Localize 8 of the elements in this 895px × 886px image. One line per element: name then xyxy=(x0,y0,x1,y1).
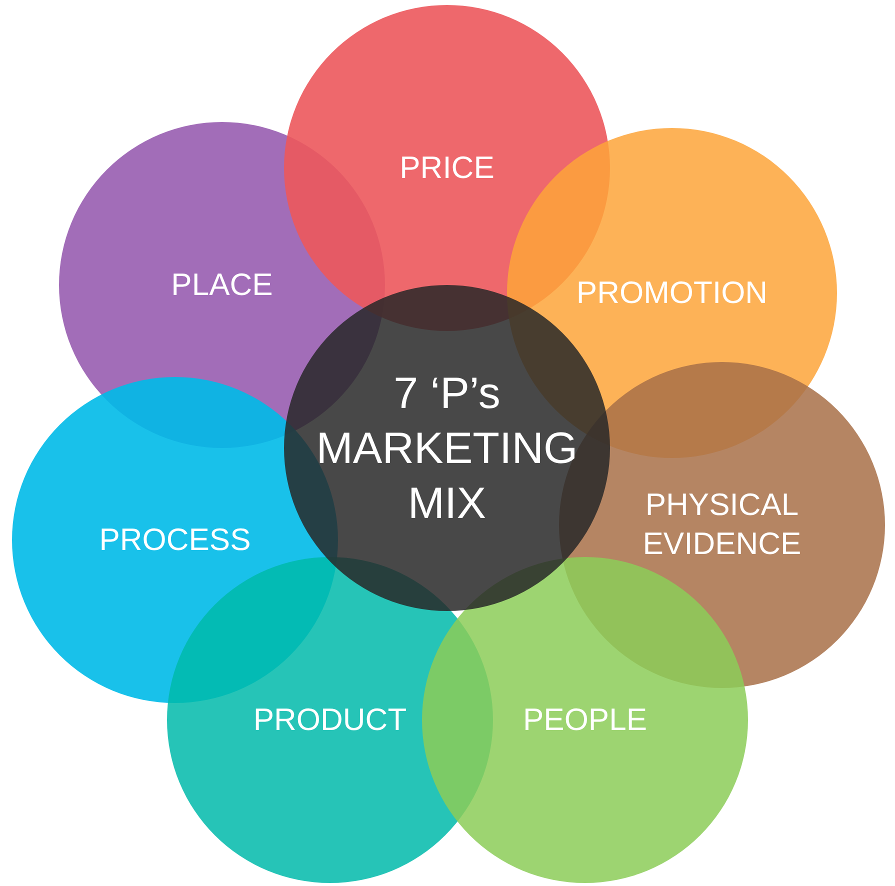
circle-label: PEOPLE xyxy=(522,700,648,739)
center-title: 7 ‘P’s MARKETING MIX xyxy=(315,368,579,530)
circle-label: PLACE xyxy=(171,266,273,304)
circle-label: PHYSICAL EVIDENCE xyxy=(642,486,802,563)
circle-label: PRODUCT xyxy=(253,700,407,739)
circle-label: PRICE xyxy=(400,148,494,187)
circle-label: PROMOTION xyxy=(576,274,768,312)
circle-label: PROCESS xyxy=(99,520,251,559)
